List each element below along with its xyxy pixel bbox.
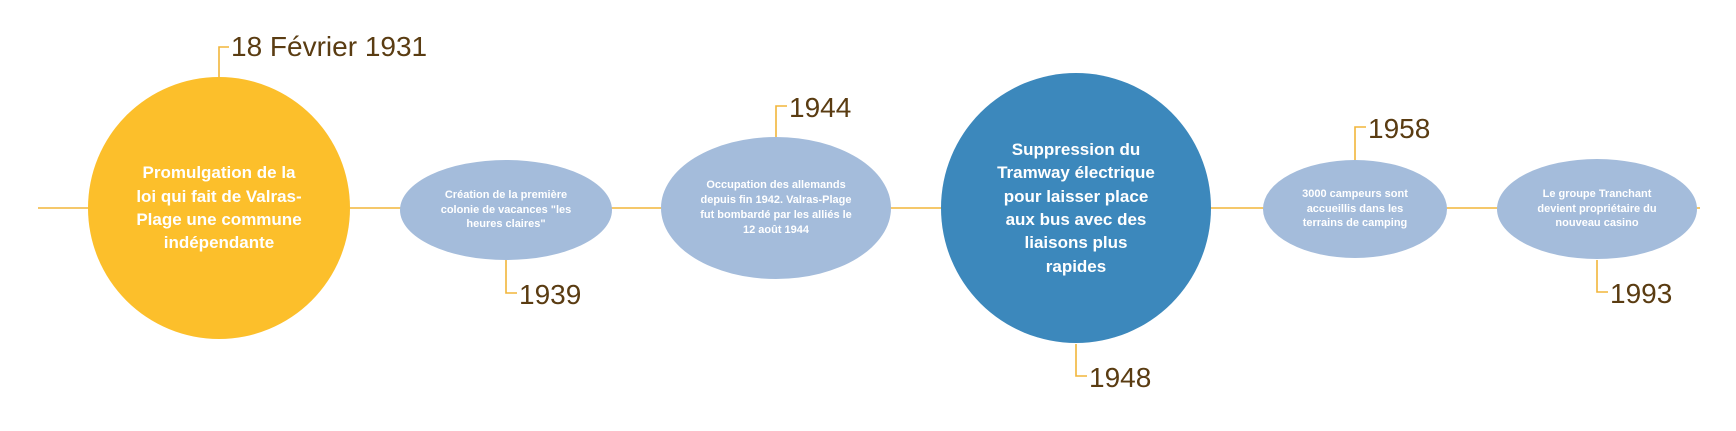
leader-line-1931 (218, 46, 229, 85)
event-date-1993: 1993 (1610, 278, 1673, 309)
event-text-1958: 3000 campeurs sont accueillis dans les t… (1302, 187, 1408, 230)
leader-line-1939 (505, 260, 517, 294)
leader-line-1993 (1596, 260, 1608, 293)
leader-line-1958 (1354, 126, 1366, 160)
event-node-1939 (400, 160, 612, 260)
event-node-1944 (661, 137, 891, 279)
event-text-1944: Occupation des allemands depuis fin 1942… (700, 179, 852, 236)
event-date-1931: 18 Février 1931 (231, 31, 428, 62)
leader-line-1948 (1075, 344, 1087, 377)
event-date-1948: 1948 (1089, 362, 1152, 393)
event-date-1958: 1958 (1368, 113, 1431, 144)
event-text-1931: Promulgation de la loi qui fait de Valra… (136, 163, 302, 253)
event-text-1939: Création de la première colonie de vacan… (440, 188, 572, 231)
event-node-1931 (88, 77, 350, 339)
event-node-1958 (1263, 160, 1447, 258)
event-node-1993 (1497, 159, 1697, 259)
event-node-1948 (941, 73, 1211, 343)
event-text-1948: Suppression du Tramway électrique pour l… (997, 139, 1155, 276)
event-date-1944: 1944 (789, 92, 852, 123)
leader-line-1944 (775, 105, 787, 137)
event-text-1993: Le groupe Tranchant devient propriétaire… (1537, 187, 1657, 230)
event-date-1939: 1939 (519, 279, 582, 310)
